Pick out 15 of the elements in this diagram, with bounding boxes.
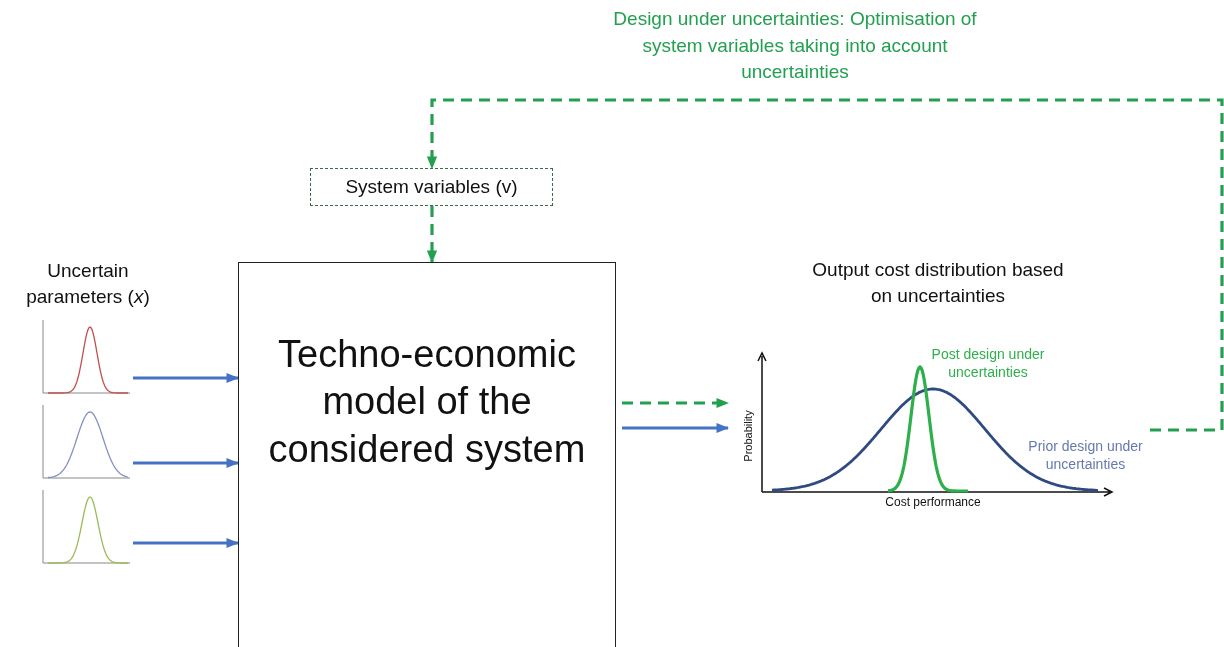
- variables-box: System variables (v): [310, 168, 553, 206]
- curve-label: Post design under uncertainties: [930, 345, 1046, 382]
- chart-heading: Output cost distribution based on uncertainties: [811, 258, 1065, 308]
- arrow: [622, 397, 730, 409]
- arrow: [622, 422, 730, 434]
- arrow: [426, 98, 1224, 432]
- process-box: Techno-economic model of the considered system: [238, 262, 616, 647]
- arrow: [426, 206, 438, 264]
- axis-label: Probability: [742, 409, 754, 464]
- arrow: [133, 372, 240, 384]
- axis-label: Cost performance: [884, 495, 982, 509]
- arrow: [133, 537, 240, 549]
- arrow: [133, 457, 240, 469]
- caption-text: Uncertain parameters (x): [25, 259, 151, 309]
- curve-label: Prior design under uncertainties: [1027, 437, 1144, 474]
